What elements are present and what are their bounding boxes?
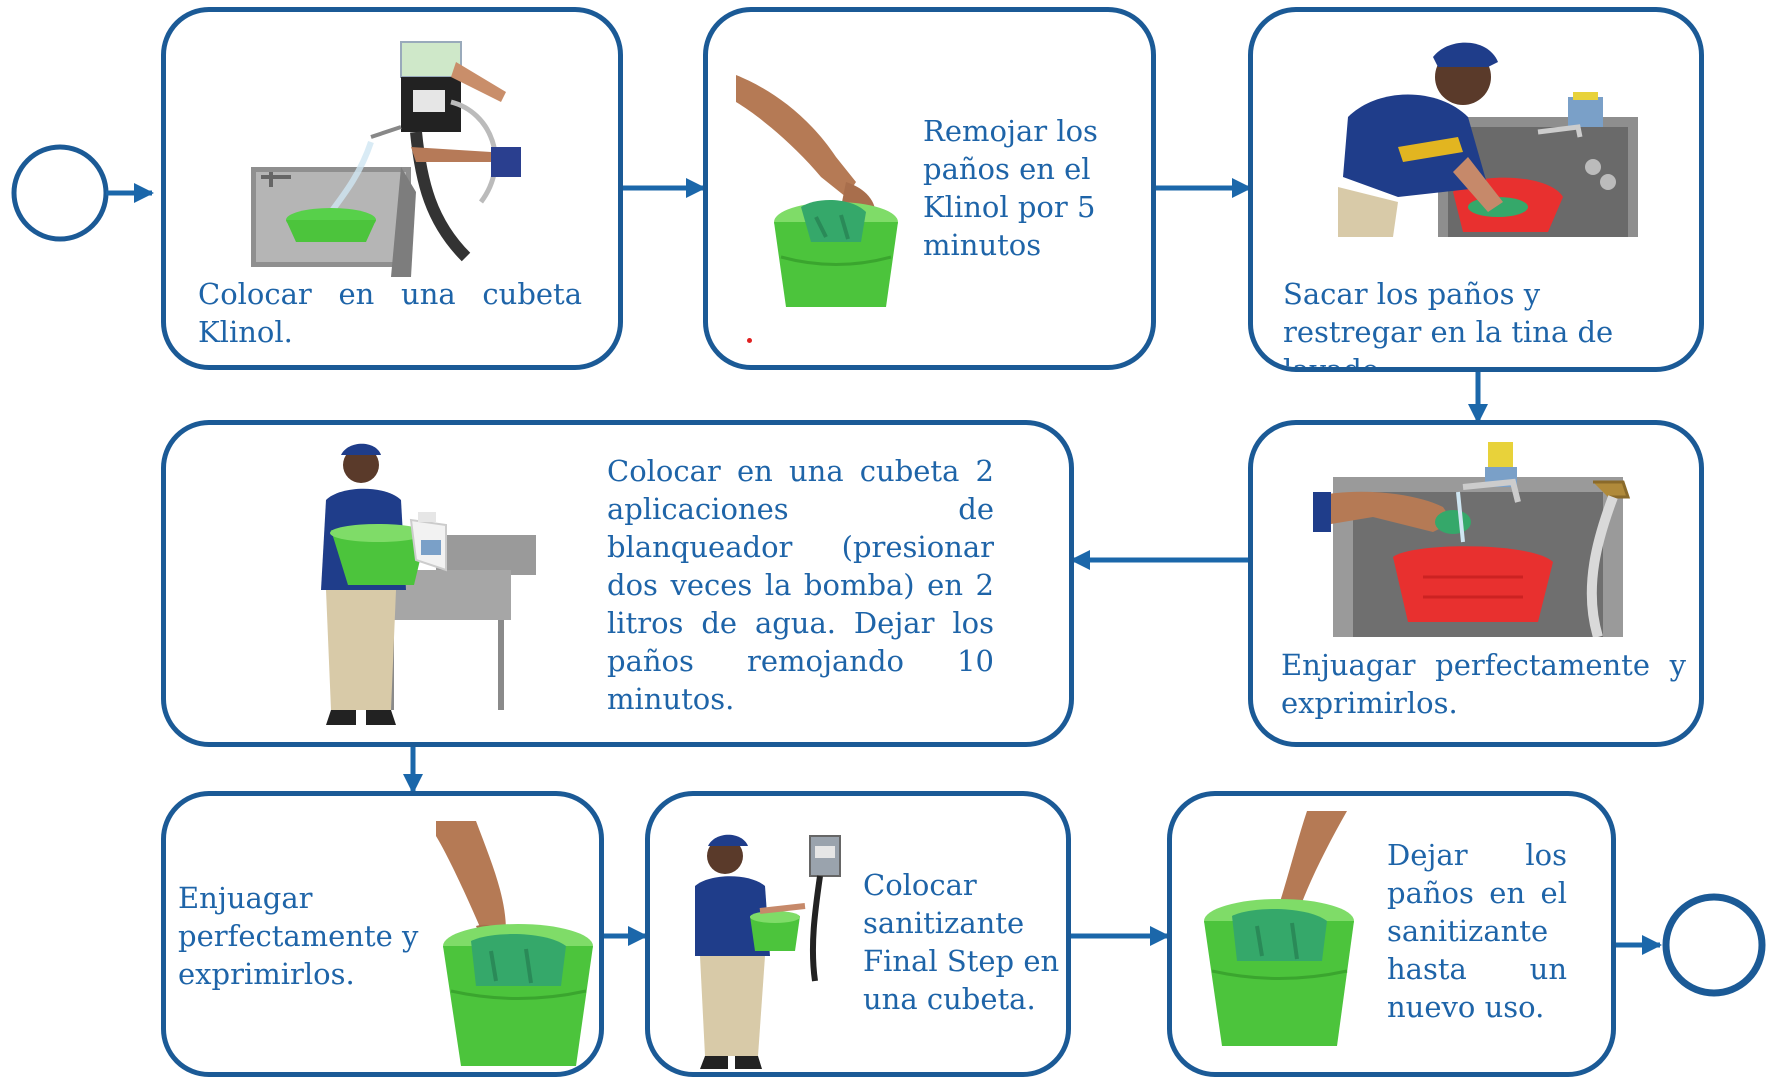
step-4-box: Enjuagar perfectamente y exprimirlos. xyxy=(1248,420,1704,747)
hand-cloths-bucket-icon xyxy=(1197,811,1362,1056)
hand-wringing-bucket-icon xyxy=(436,821,599,1072)
step-1-text: Colocar en una cubeta Klinol. xyxy=(198,277,582,349)
step-8-text: Dejar los paños en el sanitizante hasta … xyxy=(1387,838,1567,1024)
step-6-box: Enjuagar perfectamente y exprimirlos. xyxy=(161,791,604,1077)
dispenser-filling-bucket-icon xyxy=(251,32,591,277)
step-1-box: Colocar en una cubeta Klinol. xyxy=(161,7,623,370)
step-2-text: Remojar los paños en el Klinol por 5 min… xyxy=(923,114,1098,262)
step-6-text: Enjuagar perfectamente y exprimirlos. xyxy=(178,881,419,991)
step-7-box: Colocar sanitizante Final Step en una cu… xyxy=(645,791,1071,1077)
step-3-box: Sacar los paños y restregar en la tina d… xyxy=(1248,7,1704,372)
hand-soaking-cloths-icon xyxy=(736,67,901,312)
step-3-text: Sacar los paños y restregar en la tina d… xyxy=(1283,277,1614,372)
step-8-box: Dejar los paños en el sanitizante hasta … xyxy=(1167,791,1616,1077)
step-5-text: Colocar en una cubeta 2 aplicaciones de … xyxy=(607,454,994,716)
end-circle-icon xyxy=(1662,893,1766,997)
step-2-box: Remojar los paños en el Klinol por 5 min… xyxy=(703,7,1156,370)
step-5-box: Colocar en una cubeta 2 aplicaciones de … xyxy=(161,420,1074,747)
worker-bucket-bleach-icon xyxy=(286,440,536,735)
worker-dispenser-bucket-icon xyxy=(680,831,860,1072)
red-dot xyxy=(747,338,752,343)
rinsing-cloth-faucet-icon xyxy=(1313,437,1643,637)
step-7-text: Colocar sanitizante Final Step en una cu… xyxy=(863,868,1060,1016)
start-circle-icon xyxy=(11,144,109,242)
worker-scrubbing-sink-icon xyxy=(1338,37,1638,237)
step-4-text: Enjuagar perfectamente y exprimirlos. xyxy=(1281,648,1686,720)
